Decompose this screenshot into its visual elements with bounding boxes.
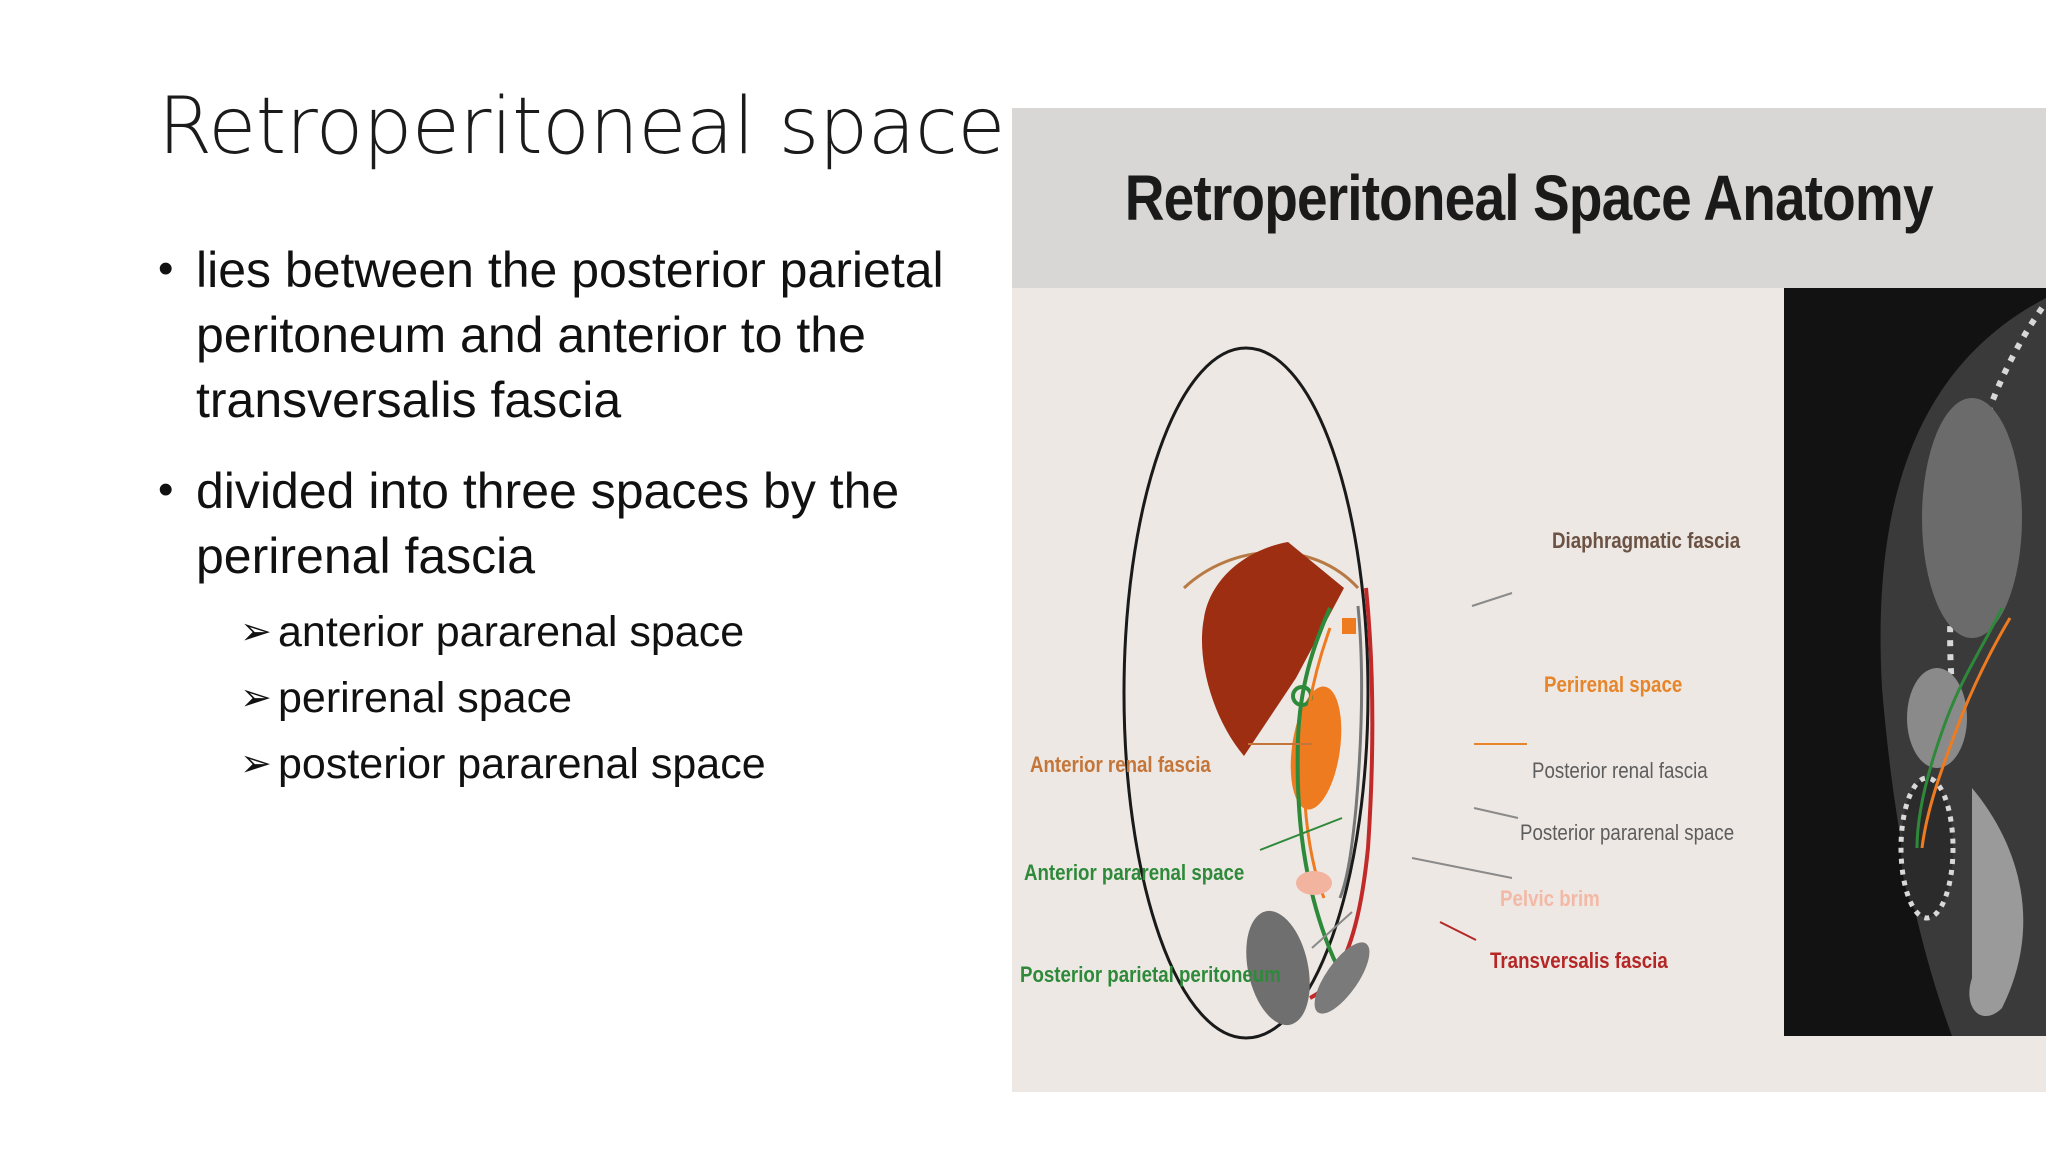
figure-header: Retroperitoneal Space Anatomy (1012, 108, 2046, 288)
leader-line (1311, 911, 1353, 949)
label-perirenal-space: Perirenal space (1544, 672, 1683, 697)
anterior-renal-fascia-line (1302, 627, 1332, 899)
leader-line (1439, 921, 1477, 941)
sub-bullet-text: perirenal space (278, 674, 573, 722)
psoas-shape (1296, 871, 1332, 895)
label-diaphragmatic-fascia: Diaphragmatic fascia (1552, 528, 1741, 553)
arrow-bullet-icon: ➢ (240, 611, 272, 653)
sub-bullet-list: ➢ anterior pararenal space ➢ perirenal s… (196, 599, 1012, 797)
anatomy-figure: Retroperitoneal Space Anatomy (1012, 108, 2046, 1092)
abdomen-outline (1122, 346, 1370, 1040)
bullet-item: • divided into three spaces by the perir… (152, 459, 1012, 797)
bullet-dot-icon: • (158, 244, 174, 293)
label-posterior-renal-fascia: Posterior renal fascia (1532, 758, 1708, 783)
leader-line (1473, 807, 1519, 819)
label-pelvic-brim: Pelvic brim (1500, 886, 1600, 911)
pelvic-bone-shape (1314, 942, 1370, 1014)
sub-bullet-item: ➢ posterior pararenal space (240, 731, 1012, 797)
leader-line (1411, 857, 1513, 879)
bullet-item: • lies between the posterior parietal pe… (152, 238, 1012, 433)
posterior-parietal-peritoneum-line (1295, 607, 1354, 990)
iliac-shape (1246, 910, 1310, 1026)
label-posterior-parietal-peritoneum: Posterior parietal peritoneum (1020, 962, 1281, 987)
sub-bullet-item: ➢ perirenal space (240, 665, 1012, 731)
leader-line (1259, 817, 1343, 851)
arrow-bullet-icon: ➢ (240, 677, 272, 719)
sub-bullet-text: anterior pararenal space (278, 608, 745, 656)
retroperitoneal-diagram (1122, 288, 2046, 1040)
sub-bullet-text: posterior pararenal space (278, 740, 766, 788)
label-posterior-pararenal-space: Posterior pararenal space (1520, 820, 1735, 845)
leader-line (1471, 592, 1513, 607)
adrenal-shape (1342, 618, 1356, 634)
posterior-renal-fascia-line (1338, 605, 1364, 899)
liver-shape (1201, 542, 1344, 756)
label-transversalis-fascia: Transversalis fascia (1490, 948, 1668, 973)
bullet-dot-icon: • (158, 465, 174, 514)
sub-bullet-item: ➢ anterior pararenal space (240, 599, 1012, 665)
figure-title: Retroperitoneal Space Anatomy (1125, 162, 1934, 234)
bullet-text: lies between the posterior parietal peri… (196, 242, 944, 428)
label-anterior-renal-fascia: Anterior renal fascia (1030, 752, 1211, 777)
arrow-bullet-icon: ➢ (240, 743, 272, 785)
label-anterior-pararenal-space: Anterior pararenal space (1024, 860, 1245, 885)
bullet-text: divided into three spaces by the periren… (196, 463, 900, 584)
slide-title: Retroperitoneal space (158, 82, 1005, 172)
bullet-list: • lies between the posterior parietal pe… (152, 238, 1012, 823)
ct-scan-image (1784, 288, 2046, 1036)
